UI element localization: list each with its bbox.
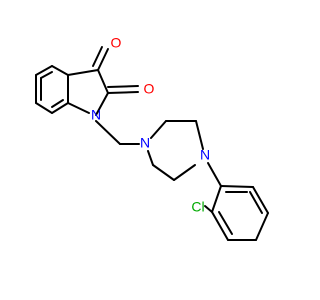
chlorine-label: Cl — [191, 199, 204, 215]
chemical-structure: O O N N N Cl — [35, 35, 269, 241]
bond — [211, 185, 222, 213]
bond — [207, 162, 222, 187]
molecule-diagram: O O N N N Cl — [35, 34, 269, 241]
bond — [218, 211, 233, 235]
bond — [249, 191, 263, 214]
atom-labels: O O N N N Cl — [91, 35, 210, 215]
bond — [92, 46, 103, 67]
bond — [35, 65, 53, 76]
bond — [67, 69, 99, 76]
bond — [107, 91, 139, 94]
bond — [51, 102, 69, 114]
bond — [95, 120, 121, 145]
bond — [211, 211, 229, 241]
bond — [220, 185, 254, 188]
bond — [204, 205, 213, 213]
bond — [35, 102, 53, 114]
nitrogen-label: N — [140, 135, 150, 151]
bond — [173, 164, 196, 181]
bond — [107, 85, 139, 88]
bond — [40, 71, 53, 79]
nitrogen-label: N — [200, 147, 210, 163]
bond — [147, 150, 154, 166]
bonds — [35, 46, 269, 241]
nitrogen-label: N — [91, 107, 101, 123]
bond — [95, 92, 109, 116]
bond — [252, 186, 269, 214]
oxygen-label: O — [111, 35, 122, 51]
bond — [51, 99, 64, 108]
bond — [152, 164, 175, 181]
oxygen-label: O — [144, 81, 155, 97]
bond — [195, 120, 204, 150]
bond — [51, 65, 69, 76]
bond — [255, 212, 269, 241]
bond — [67, 102, 90, 114]
bond — [97, 48, 109, 71]
bond — [150, 120, 167, 139]
bond — [97, 69, 109, 94]
